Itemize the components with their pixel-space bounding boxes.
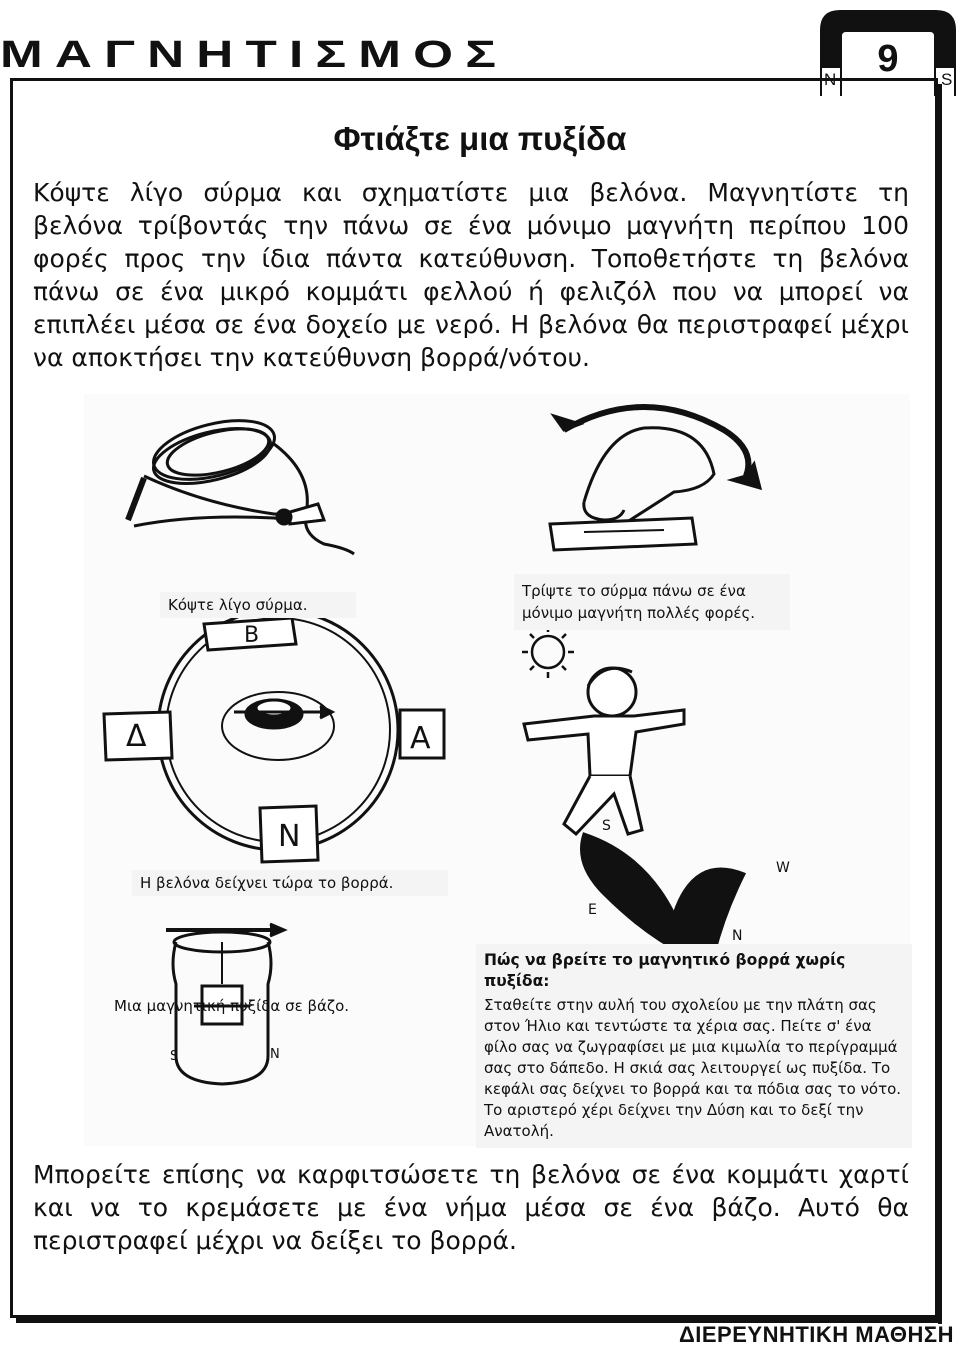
footer-label: ΔΙΕΡΕΥΝΗΤΙΚΗ ΜΑΘΗΣΗ bbox=[678, 1322, 954, 1347]
compass-letter-south: Ν bbox=[278, 819, 300, 854]
page-title: Φτιάξτε μια πυξίδα bbox=[333, 120, 627, 157]
shadow-letter-n: N bbox=[732, 928, 742, 944]
compass-letter-east: Α bbox=[410, 721, 431, 756]
horseshoe-magnet-icon bbox=[820, 10, 956, 96]
jar-letter-right: N bbox=[270, 1047, 280, 1062]
shadow-letter-s: S bbox=[602, 818, 611, 834]
caption-jar-compass: Μια μαγνητική πυξίδα σε βάζο. bbox=[114, 997, 350, 1015]
sun-icon bbox=[522, 626, 574, 678]
compass-letter-west: Δ bbox=[126, 719, 147, 754]
page-number: 9 bbox=[877, 38, 899, 80]
jar-compass-illustration bbox=[166, 922, 288, 1086]
floating-compass-illustration bbox=[102, 608, 446, 864]
south-pole-label: S bbox=[941, 70, 953, 89]
hand-rubbing-magnet-illustration bbox=[548, 404, 763, 552]
jar-letter-left: S bbox=[170, 1049, 178, 1064]
illustrations: Β Δ Α Ν S N E W S bbox=[102, 404, 790, 1086]
outro-paragraph: Μπορείτε επίσης να καρφιτσώσετε τη βελόν… bbox=[33, 1160, 909, 1255]
frame-shadow-bottom bbox=[16, 1318, 942, 1323]
note-body: Σταθείτε στην αυλή του σχολείου με την π… bbox=[484, 996, 902, 1140]
caption-needle-north: Η βελόνα δείχνει τώρα το βορρά. bbox=[132, 870, 448, 896]
note-title: Πώς να βρείτε το μαγνητικό βορρά χωρίς π… bbox=[484, 951, 846, 990]
illustration-panel: Β Δ Α Ν S N E W S bbox=[84, 394, 912, 1148]
shadow-letter-e: E bbox=[588, 902, 597, 918]
shadow-compass-note: Πώς να βρείτε το μαγνητικό βορρά χωρίς π… bbox=[476, 944, 912, 1148]
page-frame bbox=[10, 78, 938, 1318]
shadow-letter-w: W bbox=[776, 860, 790, 876]
caption-cut-wire: Κόψτε λίγο σύρμα. bbox=[160, 592, 356, 618]
frame-shadow-right bbox=[938, 84, 942, 1324]
caption-rub-wire: Τρίψτε το σύρμα πάνω σε ένα μόνιμο μαγνή… bbox=[514, 574, 790, 630]
compass-letter-north: Β bbox=[244, 623, 259, 648]
wire-and-pliers-illustration bbox=[125, 419, 355, 556]
intro-paragraph: Κόψτε λίγο σύρμα και σχηματίστε μια βελό… bbox=[33, 178, 909, 372]
chapter-title: ΜΑΓΝΗΤΙΣΜΟΣ bbox=[0, 34, 509, 76]
